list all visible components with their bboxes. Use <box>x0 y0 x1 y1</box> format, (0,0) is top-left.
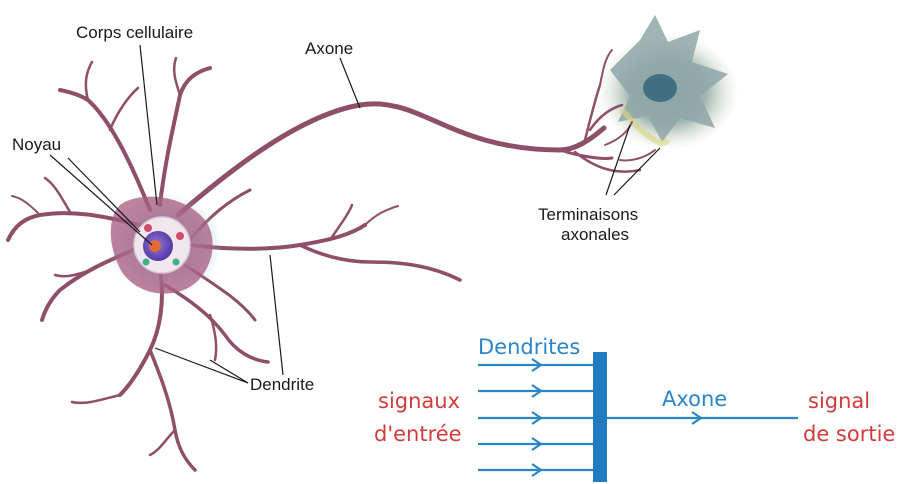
label-terminaisons-line2: axonales <box>561 225 629 244</box>
cell-body <box>107 193 223 297</box>
neuron-schema: Dendrites signaux d'entrée Axone signal … <box>374 335 895 482</box>
label-terminaisons-line1: Terminaisons <box>538 205 638 224</box>
schema-input-line2: d'entrée <box>374 422 462 446</box>
label-dendrite: Dendrite <box>250 375 314 394</box>
schema-axone-label: Axone <box>662 387 727 411</box>
schema-output-line2: de sortie <box>803 422 895 446</box>
axon-path <box>178 104 604 215</box>
target-cell <box>598 15 738 150</box>
label-corps-cellulaire: Corps cellulaire <box>76 23 193 42</box>
schema-dendrites-label: Dendrites <box>478 335 580 359</box>
schema-input-line1: signaux <box>378 389 460 413</box>
nucleolus <box>149 240 161 252</box>
label-axone: Axone <box>305 39 353 58</box>
neuron <box>8 50 655 470</box>
schema-soma-bar <box>593 352 607 482</box>
label-noyau: Noyau <box>12 135 61 154</box>
schema-output-line1: signal <box>808 389 870 413</box>
